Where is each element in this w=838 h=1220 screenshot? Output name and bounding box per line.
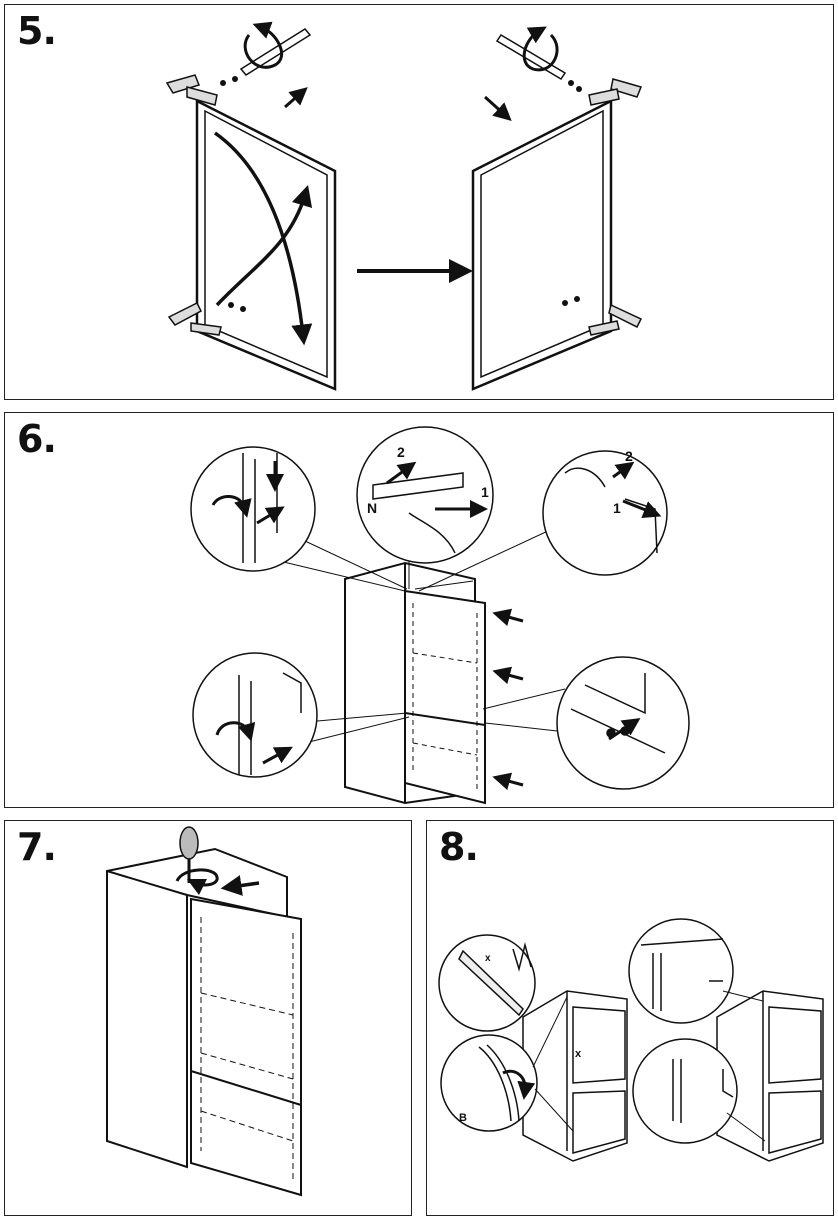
push-arrow-7 xyxy=(220,875,260,896)
inset-corner-top xyxy=(628,918,734,1024)
label-1-right: 1 xyxy=(613,500,621,516)
step-number: 5. xyxy=(17,9,57,53)
inset-top-left-detail xyxy=(211,453,285,563)
bottom-left-hinge xyxy=(167,301,222,336)
top-left-hinge xyxy=(165,74,218,106)
top-right-hinge xyxy=(588,78,643,106)
push-arrow-bottom xyxy=(492,772,524,791)
step-8-panel: 8. x x B xyxy=(426,820,834,1216)
inset-seal-detail xyxy=(478,1044,536,1122)
step-6-illustration: 2 1 N 2 1 xyxy=(190,426,690,805)
cross-arrow-up xyxy=(215,184,313,307)
label-2: 2 xyxy=(397,444,405,460)
screwdriver-left xyxy=(239,28,312,76)
rotate-arrow-7 xyxy=(175,868,219,896)
fridge-door-7 xyxy=(190,897,302,1197)
step-6-panel: 6. xyxy=(4,412,834,808)
step-5-panel: 5. xyxy=(4,4,834,400)
label-1: 1 xyxy=(481,484,489,500)
inset-knife-detail xyxy=(458,942,532,1017)
rotate-arrow-right xyxy=(522,26,559,72)
small-arrow-left xyxy=(284,87,308,109)
push-arrow-top xyxy=(492,608,524,627)
fridge-right-8 xyxy=(716,990,824,1162)
inset-bottom-left xyxy=(192,652,318,778)
label-2-right: 2 xyxy=(625,448,633,464)
step-8-illustration: x x B xyxy=(438,918,824,1162)
left-door xyxy=(195,98,337,391)
inset-corner-bottom xyxy=(632,1038,738,1144)
label-x-inset: x xyxy=(485,953,491,964)
right-door xyxy=(471,98,613,391)
inset-corner-top-detail xyxy=(640,938,724,1011)
label-b: B xyxy=(459,1112,467,1124)
screws-left-top xyxy=(220,76,246,312)
small-arrow-right xyxy=(483,95,512,122)
step-7-illustration xyxy=(106,826,302,1197)
step-7-panel: 7. xyxy=(4,820,412,1216)
inset-seal xyxy=(440,1034,538,1132)
rotate-arrow-left xyxy=(243,21,283,69)
bottom-right-hinge xyxy=(588,303,643,336)
callout-lines-8-left xyxy=(532,996,574,1132)
inset-bottom-right-detail xyxy=(570,673,666,754)
inset-corner-bottom-detail xyxy=(672,1059,734,1123)
fridge-left-8 xyxy=(522,990,628,1162)
inset-top-left xyxy=(190,446,316,572)
step-number: 8. xyxy=(439,825,479,869)
push-arrow-middle xyxy=(492,666,524,685)
inset-top-right-detail xyxy=(564,461,662,554)
screws-right xyxy=(562,80,582,306)
cross-arrow-down xyxy=(213,131,313,346)
step-number: 6. xyxy=(17,417,57,461)
step-number: 7. xyxy=(17,825,57,869)
label-x-side: x xyxy=(575,1048,582,1060)
inset-top-right xyxy=(542,450,668,576)
step-5-illustration xyxy=(165,21,643,391)
inset-top-center xyxy=(356,426,494,564)
inset-top-center-detail xyxy=(372,461,488,554)
cabinet-7 xyxy=(106,847,288,1169)
inset-bottom-left-detail xyxy=(215,672,302,775)
label-n: N xyxy=(367,500,377,516)
callout-lines-8-right xyxy=(722,990,766,1142)
inset-bottom-right xyxy=(556,656,690,790)
fridge-door xyxy=(404,589,486,805)
